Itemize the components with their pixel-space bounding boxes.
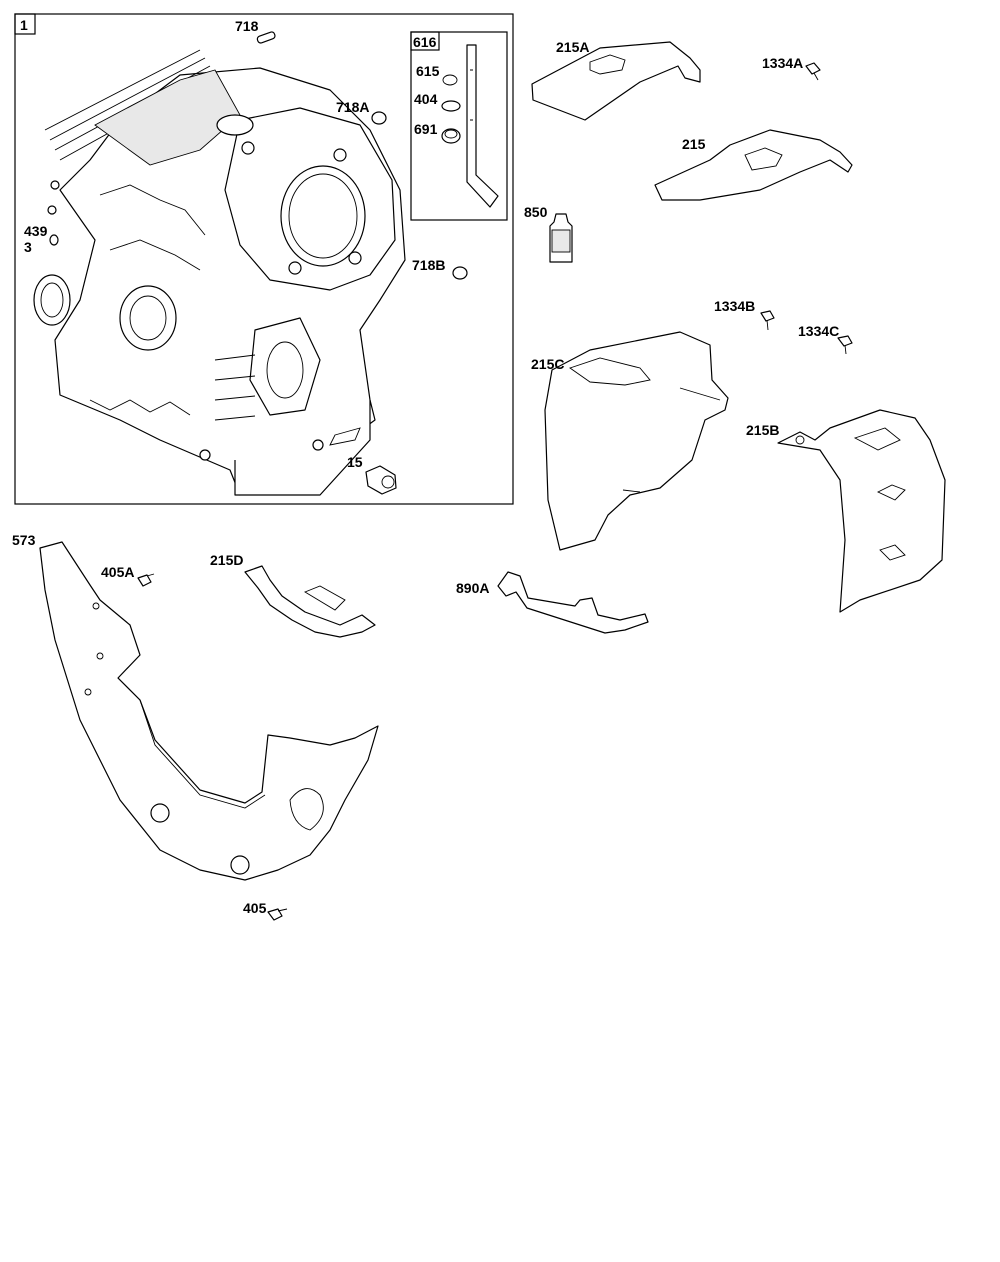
part-718-dowel-pin <box>256 31 276 44</box>
label-215D: 215D <box>210 552 243 568</box>
label-850: 850 <box>524 204 548 220</box>
sub-box-616-tag <box>410 31 440 51</box>
label-404: 404 <box>414 91 438 107</box>
label-1334B: 1334B <box>714 298 755 314</box>
label-573: 573 <box>12 532 36 548</box>
label-215A: 215A <box>556 39 589 55</box>
part-215D-shield <box>244 565 376 638</box>
part-3-oil-seal <box>33 274 71 326</box>
part-615-clip <box>442 74 458 86</box>
part-215-shield <box>654 129 853 201</box>
label-405: 405 <box>243 900 267 916</box>
group-box-1 <box>14 13 514 505</box>
part-405-screw <box>267 908 288 921</box>
label-215B: 215B <box>746 422 779 438</box>
part-850-sealant-tube <box>549 213 573 263</box>
label-718: 718 <box>235 18 259 34</box>
part-1334B-screw <box>760 310 775 331</box>
part-215A-shield <box>531 41 701 121</box>
label-890A: 890A <box>456 580 489 596</box>
group-box-1-tag <box>14 13 36 35</box>
part-1334A-screw <box>805 62 821 81</box>
crankcase-block <box>44 49 406 496</box>
label-718A: 718A <box>336 99 369 115</box>
label-718B: 718B <box>412 257 445 273</box>
part-890A-bracket <box>497 571 649 634</box>
sub-box-616 <box>410 31 508 221</box>
part-439-o-ring <box>49 234 59 246</box>
label-615: 615 <box>416 63 440 79</box>
part-405A-screw <box>137 573 155 587</box>
part-404-washer <box>441 100 461 112</box>
sub-box-616-number: 616 <box>413 34 437 50</box>
label-1334A: 1334A <box>762 55 803 71</box>
dipstick-tube <box>466 44 499 208</box>
part-215C-shield <box>544 331 729 551</box>
group-box-1-number: 1 <box>20 17 28 33</box>
label-405A: 405A <box>101 564 134 580</box>
label-215C: 215C <box>531 356 564 372</box>
part-215B-shield <box>777 409 946 613</box>
part-15-drain-plug <box>365 465 397 495</box>
label-439: 439 <box>24 223 48 239</box>
label-15: 15 <box>347 454 363 470</box>
label-691: 691 <box>414 121 438 137</box>
label-3: 3 <box>24 239 32 255</box>
label-215: 215 <box>682 136 706 152</box>
part-691-seal <box>441 128 461 144</box>
label-1334C: 1334C <box>798 323 839 339</box>
part-718B-sleeve <box>452 266 468 280</box>
part-573-blower-housing-plate <box>39 541 379 881</box>
part-1334C-screw <box>837 335 853 355</box>
part-718A-sleeve <box>371 111 387 125</box>
